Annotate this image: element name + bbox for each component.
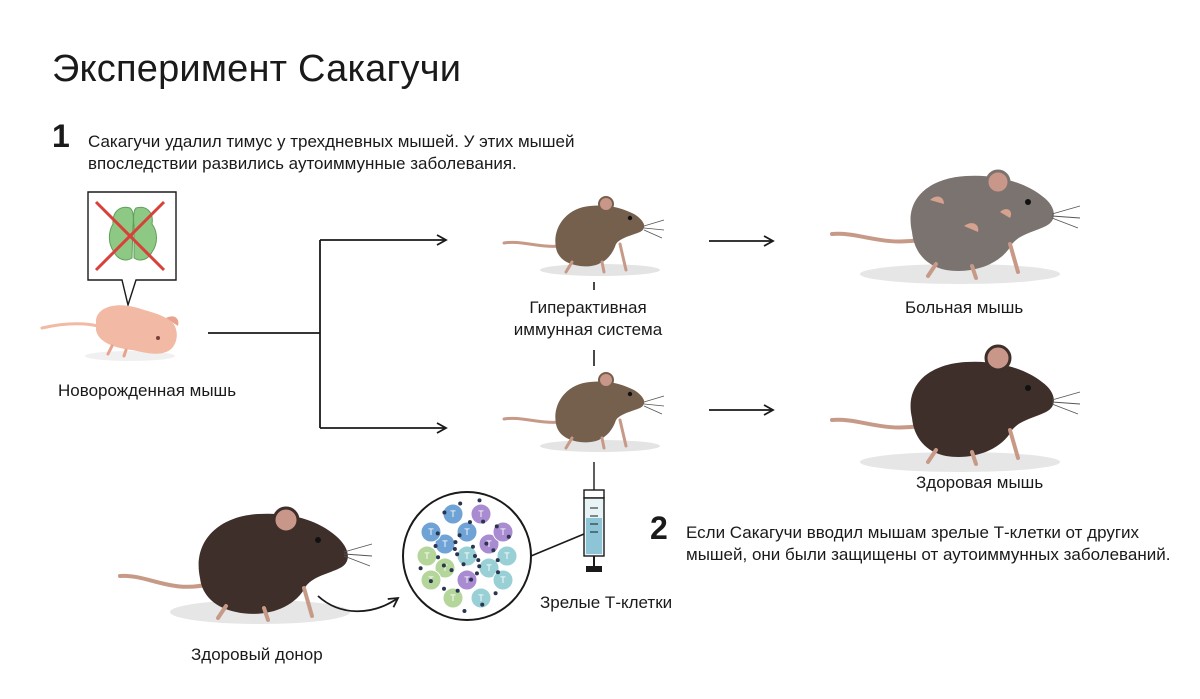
t-cell: T	[416, 545, 438, 567]
step-2-text-line-1: Если Сакагучи вводил мышам зрелые Т-клет…	[686, 523, 1140, 542]
granule-dot	[453, 540, 458, 545]
granule-dot	[433, 543, 438, 548]
t-cell: T	[456, 569, 478, 591]
t-cell: T	[442, 587, 464, 609]
t-cell-letter: T	[486, 539, 492, 549]
t-cell-letter: T	[478, 593, 484, 603]
hyperactive-label-line-1: Гиперактивная	[529, 298, 647, 317]
granule-dot	[480, 602, 485, 607]
hyperactive-label-line-2: иммунная система	[513, 320, 663, 339]
granule-dot	[457, 533, 462, 538]
granule-dot	[473, 554, 477, 558]
healthy-mouse	[830, 344, 1081, 472]
hyperactive-immune-label: Гиперактивная иммунная система	[503, 297, 673, 341]
t-cell-letter: T	[464, 575, 470, 585]
thymus-bubble	[87, 191, 177, 308]
newborn-mouse	[40, 305, 179, 361]
step-1-text-line-2: впоследствии развились аутоиммунные забо…	[88, 154, 517, 173]
granule-dot	[455, 552, 460, 557]
granule-dot	[491, 548, 496, 553]
granule-dot	[469, 577, 474, 582]
t-cell: T	[434, 557, 456, 579]
young-mouse-bottom	[502, 372, 665, 452]
young-mouse-top	[502, 196, 665, 276]
granule-dot	[441, 586, 446, 591]
page-title: Эксперимент Сакагучи	[52, 48, 462, 90]
t-cell-letter: T	[450, 509, 456, 519]
t-cell-letter: T	[424, 551, 430, 561]
t-cell-letter: T	[504, 551, 510, 561]
t-cell-letter: T	[486, 563, 492, 573]
granule-dot	[441, 563, 446, 568]
granule-dot	[477, 498, 482, 503]
granule-dot	[462, 608, 467, 613]
t-cell: T	[456, 521, 478, 543]
granule-dot	[449, 568, 454, 573]
newborn-mouse-label: Новорожденная мышь	[58, 381, 237, 400]
mature-t-cells-label: Зрелые Т-клетки	[540, 593, 673, 612]
donor-mouse	[118, 506, 373, 624]
step-2-description: Если Сакагучи вводил мышам зрелые Т-клет…	[686, 522, 1170, 566]
granule-dot	[436, 555, 441, 560]
sick-mouse-label: Больная мышь	[905, 298, 1024, 317]
cross-icon	[94, 200, 166, 272]
granule-dot	[494, 524, 499, 529]
granule-dot	[442, 510, 447, 515]
t-cell: T	[442, 503, 464, 525]
t-cell: T	[478, 557, 500, 579]
sick-mouse	[830, 169, 1081, 284]
step-2-text-line-2: мышей, они были защищены от аутоиммунных…	[686, 545, 1171, 564]
branch-connector	[208, 234, 448, 434]
granule-dot	[428, 579, 433, 584]
granule-dot	[476, 558, 481, 563]
t-cell: T	[420, 521, 442, 543]
donor-arrow	[317, 595, 400, 613]
granule-dot	[418, 566, 423, 571]
granule-dot	[461, 562, 466, 567]
step-1-description: Сакагучи удалил тимус у трехдневных мыше…	[88, 131, 574, 175]
t-cell-letter: T	[478, 509, 484, 519]
t-cell-letter: T	[500, 527, 506, 537]
step-2-number: 2	[650, 510, 668, 546]
granule-dot	[435, 531, 440, 536]
cells-connector	[530, 533, 585, 557]
t-cells-circle: TTTTTTTTTTTTTTTTT	[402, 491, 532, 621]
t-cell-letter: T	[450, 593, 456, 603]
granule-dot	[474, 571, 479, 576]
granule-dot	[452, 546, 457, 551]
t-cell-cluster: TTTTTTTTTTTTTTTTT	[416, 498, 518, 613]
syringe-icon	[583, 462, 605, 572]
t-cell-letter: T	[500, 575, 506, 585]
granule-dot	[484, 541, 489, 546]
t-cell-letter: T	[428, 527, 434, 537]
step-1-number: 1	[52, 118, 70, 154]
t-cell-letter: T	[442, 563, 448, 573]
healthy-donor-label: Здоровый донор	[191, 645, 323, 664]
step-1-text-line-1: Сакагучи удалил тимус у трехдневных мыше…	[88, 132, 575, 151]
granule-dot	[506, 534, 511, 539]
t-cell-letter: T	[464, 527, 470, 537]
granule-dot	[458, 501, 463, 506]
t-cell-letter: T	[464, 551, 470, 561]
granule-dot	[495, 570, 500, 575]
t-cell: T	[470, 503, 492, 525]
granule-dot	[493, 591, 498, 596]
granule-dot	[481, 519, 486, 524]
t-cell: T	[492, 569, 514, 591]
t-cell-letter: T	[442, 539, 448, 549]
t-cell: T	[470, 587, 492, 609]
t-cell: T	[496, 545, 518, 567]
granule-dot	[477, 564, 482, 569]
granule-dot	[467, 520, 472, 525]
healthy-mouse-label: Здоровая мышь	[916, 473, 1044, 492]
granule-dot	[495, 558, 500, 563]
granule-dot	[470, 544, 475, 549]
granule-dot	[455, 588, 460, 593]
